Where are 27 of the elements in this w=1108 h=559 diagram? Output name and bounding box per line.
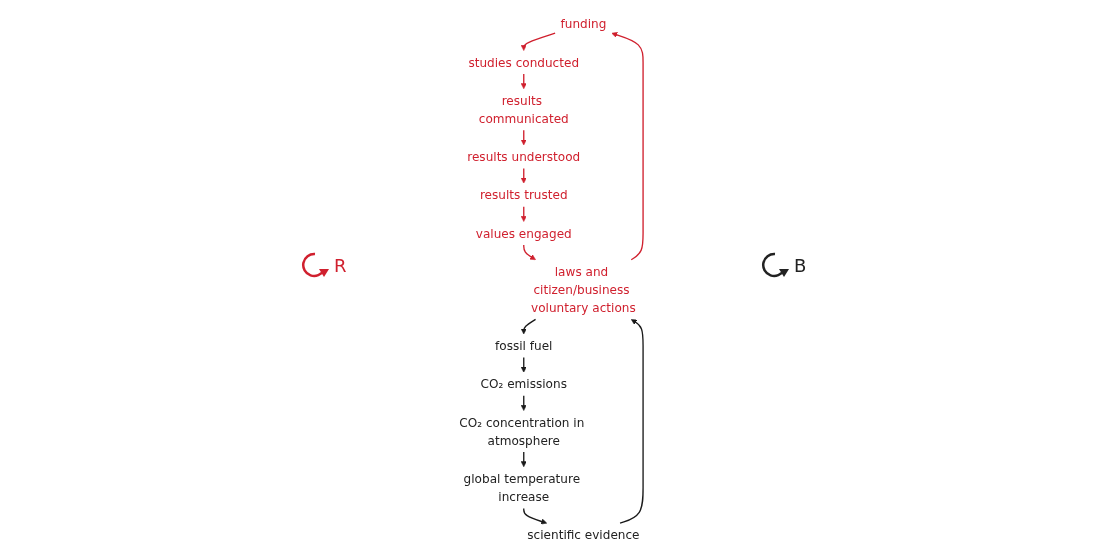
- loop-label: R: [334, 254, 347, 276]
- node-text: results communicated: [479, 93, 570, 126]
- arrow: [521, 167, 528, 184]
- node-text: results understood: [467, 149, 581, 164]
- arrow: [521, 206, 528, 222]
- arrow: [523, 244, 537, 260]
- arrow: [521, 129, 528, 146]
- arrow: [523, 507, 548, 525]
- arrow: [521, 32, 557, 51]
- node-text: fossil fuel: [495, 338, 553, 353]
- node-text: results trusted: [480, 188, 569, 203]
- node-text: funding: [560, 17, 607, 32]
- node-text: CO₂ emissions: [480, 377, 568, 392]
- arrow: [521, 395, 528, 411]
- node-text: studies conducted: [468, 55, 580, 70]
- arrow: [611, 32, 645, 261]
- arrow: [521, 356, 528, 373]
- node-text: CO₂ concentration in atmosphere: [459, 415, 585, 448]
- node-text: scientific evidence: [527, 527, 640, 542]
- node-text: global temperature increase: [464, 471, 581, 504]
- node-text: values engaged: [476, 226, 573, 241]
- arrow: [521, 318, 537, 335]
- arrow: [521, 451, 528, 468]
- arrow: [521, 73, 528, 90]
- arrow: [619, 319, 645, 524]
- node-text: laws and citizen/business voluntary actions: [531, 264, 637, 315]
- loop-label: B: [794, 254, 807, 276]
